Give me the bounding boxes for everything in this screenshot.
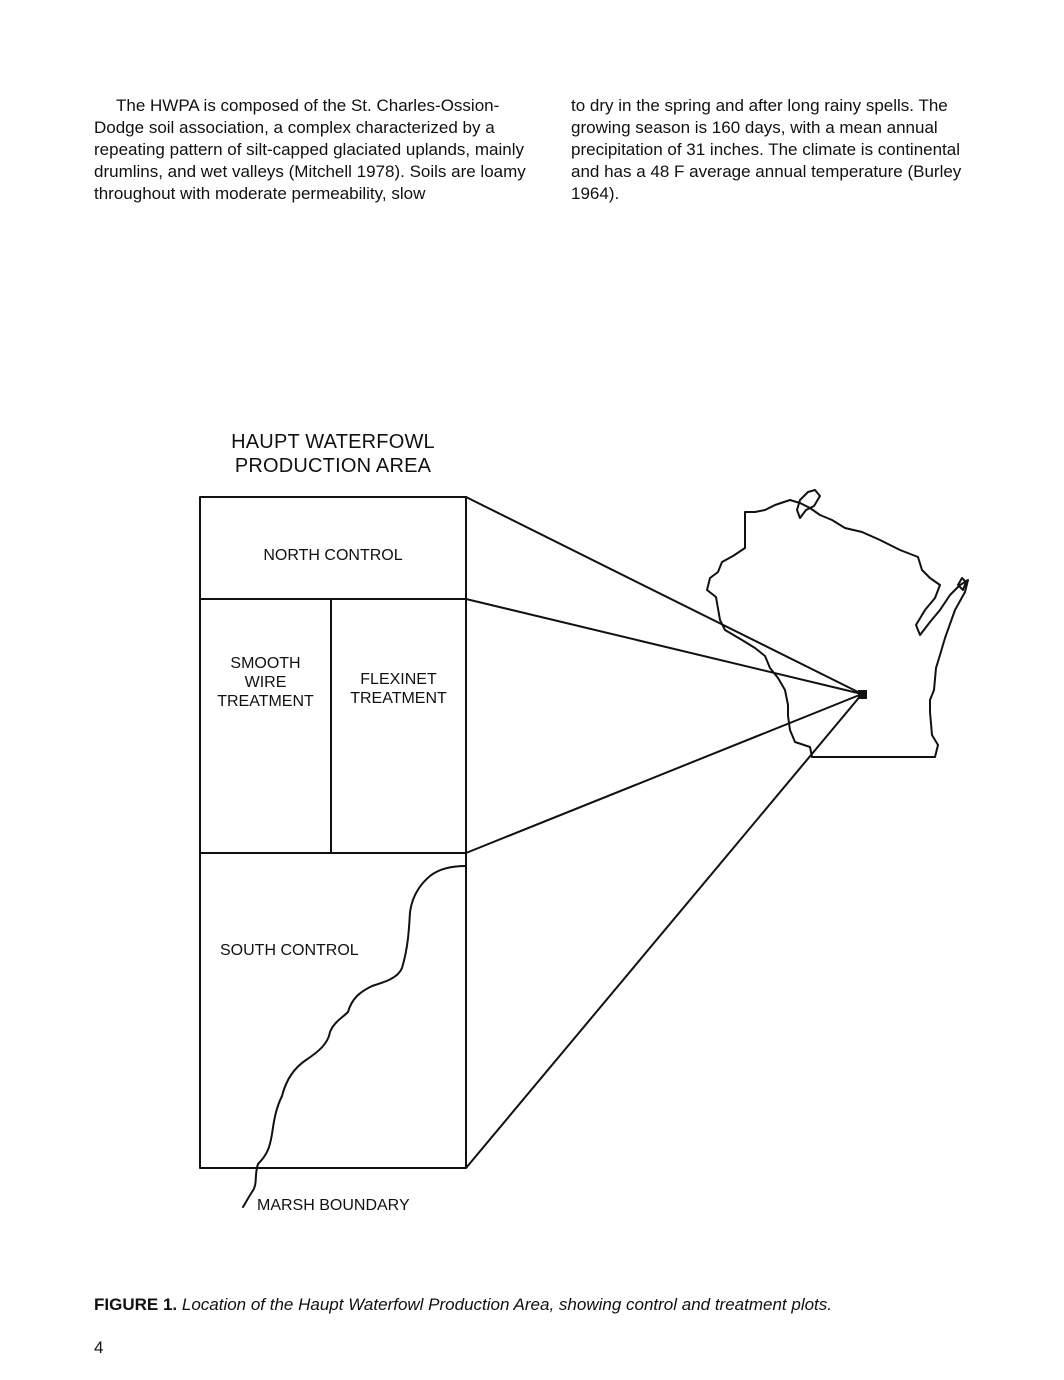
smooth-wire-label-line-1: SMOOTH xyxy=(230,655,301,672)
production-area-outline xyxy=(199,496,467,1169)
north-control-label: NORTH CONTROL xyxy=(263,547,403,564)
smooth-wire-label-line-2: WIRE xyxy=(244,674,287,691)
marsh-boundary-line xyxy=(242,865,467,1208)
site-location-marker xyxy=(858,690,867,699)
wisconsin-map xyxy=(706,499,969,758)
figure-title-line-2: PRODUCTION AREA xyxy=(234,455,432,477)
apostle-islands xyxy=(796,489,821,519)
figure-caption-text: Location of the Haupt Waterfowl Producti… xyxy=(181,1295,833,1314)
connector-line-4 xyxy=(465,693,863,1169)
right-column-paragraph: to dry in the spring and after long rain… xyxy=(571,96,962,203)
figure-title: HAUPT WATERFOWL PRODUCTION AREA xyxy=(200,430,466,478)
smooth-wire-label-line-3: TREATMENT xyxy=(217,693,314,710)
connector-line-1 xyxy=(465,496,863,695)
south-control-label: SOUTH CONTROL xyxy=(220,942,359,959)
flexinet-treatment-label: FLEXINET TREATMENT xyxy=(331,670,466,708)
left-column-text: The HWPA is composed of the St. Charles-… xyxy=(94,95,530,205)
door-peninsula-tip xyxy=(957,577,967,591)
page-number: 4 xyxy=(94,1338,104,1357)
marsh-boundary-label: MARSH BOUNDARY xyxy=(257,1197,410,1214)
figure-caption: FIGURE 1. Location of the Haupt Waterfow… xyxy=(94,1295,832,1315)
figure-caption-label: FIGURE 1. xyxy=(94,1295,178,1314)
right-column-text: to dry in the spring and after long rain… xyxy=(571,95,991,205)
flexinet-label-line-2: TREATMENT xyxy=(350,690,447,707)
smooth-wire-treatment-label: SMOOTH WIRE TREATMENT xyxy=(200,654,331,711)
left-column-paragraph: The HWPA is composed of the St. Charles-… xyxy=(94,96,526,203)
connector-line-2 xyxy=(465,598,863,695)
flexinet-label-line-1: FLEXINET xyxy=(360,671,437,688)
figure-title-line-1: HAUPT WATERFOWL xyxy=(231,431,435,453)
connector-line-3 xyxy=(465,693,863,854)
